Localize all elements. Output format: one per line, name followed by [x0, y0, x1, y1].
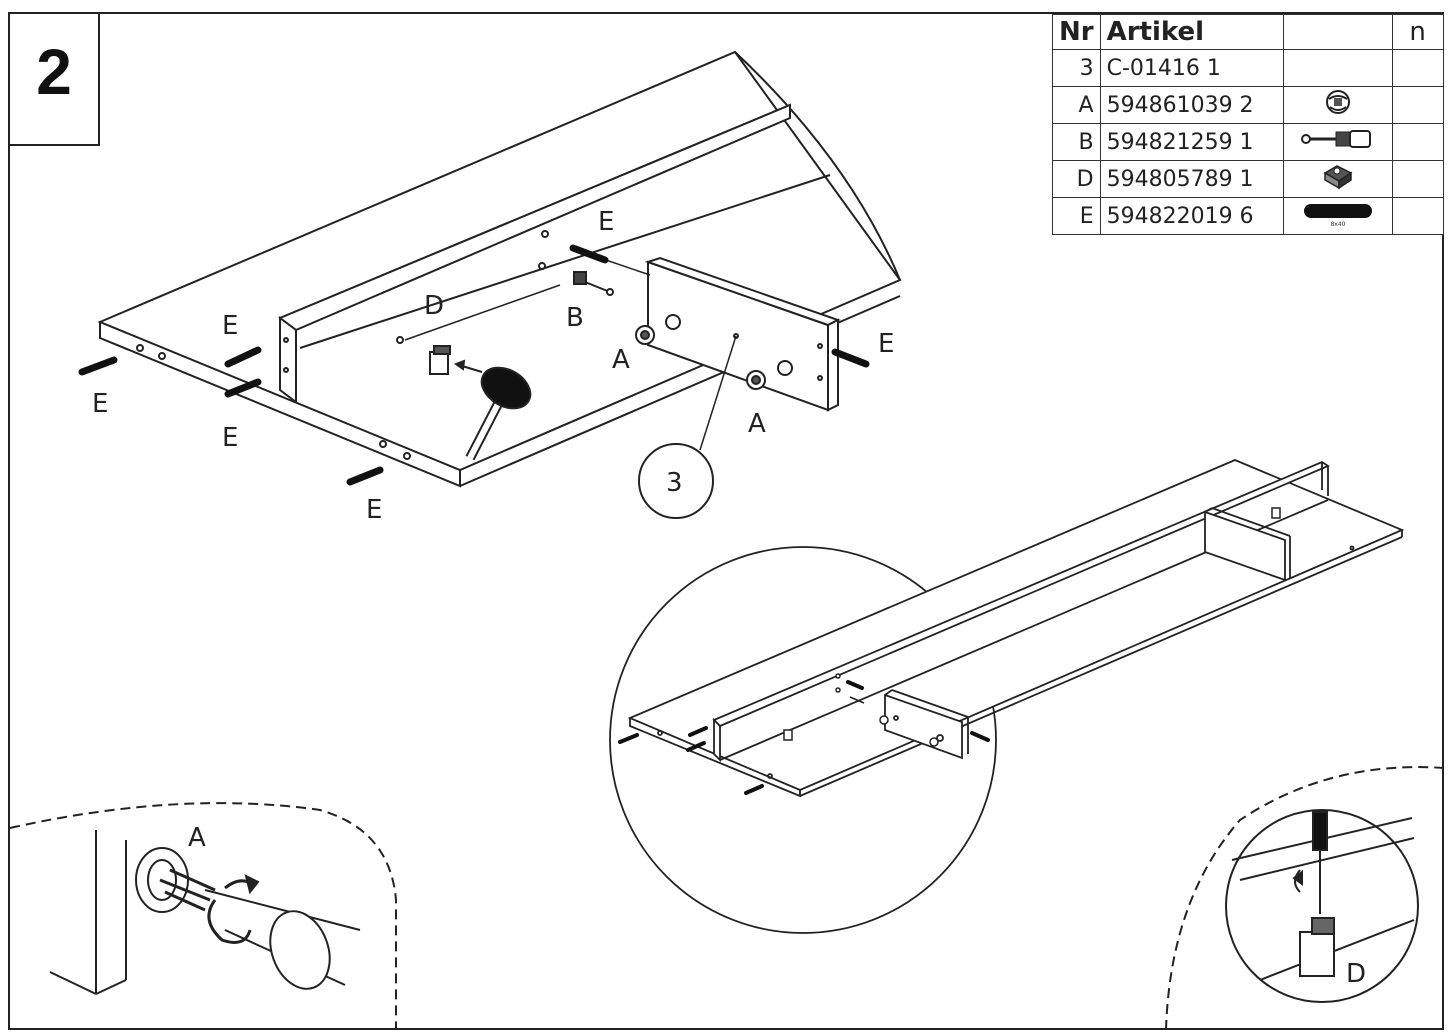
label-e: E	[366, 495, 382, 525]
wooden-dowel-icon: 8x40	[1303, 204, 1372, 228]
parts-table: Nr Artikel n 3 C-01416 1 A 594861039 2 B…	[1052, 14, 1444, 235]
label-detail-d: D	[1346, 959, 1366, 989]
row-image	[1282, 123, 1393, 161]
label-e: E	[92, 389, 108, 419]
label-e: E	[222, 311, 238, 341]
table-row: A 594861039 2	[1052, 86, 1444, 124]
table-row: B 594821259 1	[1052, 123, 1444, 161]
row-image	[1282, 160, 1393, 198]
label-b: B	[566, 303, 584, 333]
row-image	[1282, 86, 1393, 124]
header-image	[1282, 14, 1393, 50]
part-3-callout	[638, 443, 714, 519]
label-e: E	[222, 423, 238, 453]
row-nr: E	[1052, 197, 1101, 235]
overview-dowels	[618, 680, 990, 795]
dowel-parts	[78, 244, 870, 486]
label-a: A	[748, 409, 766, 439]
label-e: E	[878, 329, 894, 359]
table-row: D 594805789 1	[1052, 160, 1444, 198]
detail-d-view	[1165, 766, 1445, 1031]
connector-icon	[1323, 165, 1353, 190]
row-n	[1391, 49, 1444, 87]
step-number: 2	[36, 36, 72, 108]
row-nr: B	[1052, 123, 1101, 161]
table-row: 3 C-01416 1	[1052, 49, 1444, 87]
overview-assembly	[609, 459, 1405, 934]
instruction-frame	[8, 12, 1444, 1030]
row-nr: A	[1052, 86, 1101, 124]
cam-bolt-part	[573, 271, 614, 296]
cam-bolt-icon	[1300, 130, 1371, 148]
cam-lock-icon	[1325, 90, 1350, 114]
overview-fittings	[783, 507, 1281, 747]
row-n	[1391, 86, 1444, 124]
header-artikel: Artikel	[1099, 14, 1284, 50]
connector-part	[429, 345, 451, 375]
label-e: E	[598, 207, 614, 237]
cam-lock-parts	[635, 325, 766, 390]
label-d: D	[424, 291, 444, 321]
label-part-3: 3	[666, 468, 683, 498]
row-nr: D	[1052, 160, 1101, 198]
dowel-size-caption: 8x40	[1330, 221, 1345, 228]
parts-table-header: Nr Artikel n	[1052, 14, 1444, 50]
step-number-box: 2	[8, 12, 100, 146]
header-n: n	[1391, 14, 1444, 50]
hammer-icon	[465, 366, 532, 461]
row-artikel: 594861039 2	[1099, 86, 1284, 124]
row-artikel: 594805789 1	[1099, 160, 1284, 198]
row-n	[1391, 197, 1444, 235]
row-artikel: 594822019 6	[1099, 197, 1284, 235]
header-nr: Nr	[1052, 14, 1101, 50]
table-row: E 594822019 6 8x40	[1052, 197, 1444, 235]
label-detail-a: A	[188, 823, 206, 853]
left-side-panel	[278, 103, 791, 404]
label-a: A	[612, 345, 630, 375]
detail-a-view	[9, 802, 397, 1030]
row-artikel: 594821259 1	[1099, 123, 1284, 161]
row-artikel: C-01416 1	[1099, 49, 1284, 87]
row-image: 8x40	[1282, 197, 1393, 235]
